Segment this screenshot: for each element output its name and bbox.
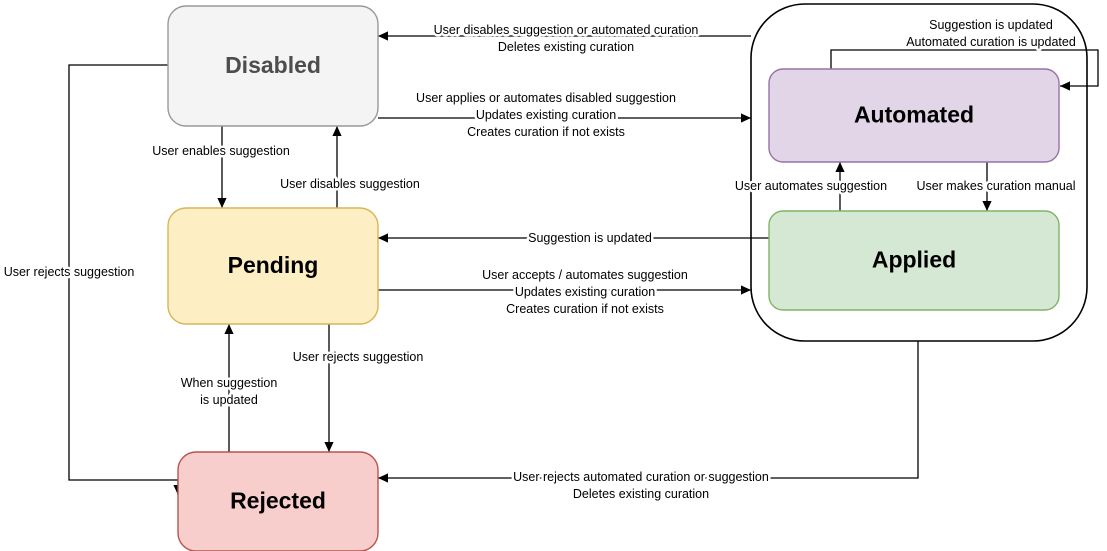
- edge-label-halo: Deletes existing curation: [573, 487, 709, 501]
- edge-disabled-to-automated: [378, 113, 751, 123]
- edge-path: [830, 49, 1099, 87]
- edge-label-disabled-to-automated: Creates curation if not exists: [467, 125, 625, 139]
- edge-applied-to-automated: [835, 162, 845, 211]
- arrowhead-icon: [378, 31, 388, 41]
- edge-pending-to-disabled: [332, 126, 342, 208]
- state-box-automated[interactable]: [768, 68, 1060, 163]
- edges-layer: [68, 31, 1099, 495]
- edge-label-automated-to-disabled: User disables suggestion or automated cu…: [434, 23, 699, 37]
- edge-label-halo: Creates curation if not exists: [467, 125, 625, 139]
- edge-label-halo: When suggestion: [181, 376, 278, 390]
- edge-label-halo: User enables suggestion: [152, 144, 290, 158]
- edge-label-disabled-to-pending: User enables suggestion: [152, 144, 290, 158]
- edge-path: [378, 341, 919, 479]
- edge-label-halo: User rejects automated curation or sugge…: [513, 470, 769, 484]
- edge-label-pending-to-rejected: User rejects suggestion: [293, 350, 424, 364]
- edge-automated-to-disabled: [378, 31, 751, 41]
- arrowhead-icon: [982, 201, 992, 211]
- edge-label-rejected-to-pending: is updated: [200, 393, 258, 407]
- state-box-applied[interactable]: [768, 210, 1060, 311]
- edge-label-halo: User disables suggestion: [280, 177, 420, 191]
- state-node-pending[interactable]: Pending: [167, 207, 379, 325]
- arrowhead-icon: [217, 198, 227, 208]
- edge-automated-self-loop: [830, 49, 1099, 91]
- edge-label-curated-to-rejected: Deletes existing curation: [573, 487, 709, 501]
- edge-label-halo: Updates existing curation: [476, 108, 616, 122]
- edge-label-curated-to-rejected: User rejects automated curation or sugge…: [513, 470, 769, 484]
- state-box-disabled[interactable]: [167, 5, 379, 127]
- state-node-rejected[interactable]: Rejected: [177, 451, 379, 551]
- state-label-automated: Automated: [854, 102, 974, 128]
- edge-label-halo: Creates curation if not exists: [506, 302, 664, 316]
- edge-path: [68, 64, 179, 495]
- edge-label-disabled-to-rejected: User rejects suggestion: [4, 265, 135, 279]
- arrowhead-icon: [741, 113, 751, 123]
- edge-label-disabled-to-automated: User applies or automates disabled sugge…: [416, 91, 676, 105]
- state-box-rejected[interactable]: [177, 451, 379, 551]
- edge-label-halo: Automated curation is updated: [906, 35, 1076, 49]
- edge-label-halo: User disables suggestion or automated cu…: [434, 23, 699, 37]
- state-label-applied: Applied: [872, 247, 956, 273]
- edge-pending-to-rejected: [324, 324, 334, 452]
- edge-label-halo: User rejects suggestion: [293, 350, 424, 364]
- edge-applied-to-pending: [378, 233, 769, 243]
- edge-label-halo: is updated: [200, 393, 258, 407]
- edge-label-automated-to-applied: User makes curation manual: [916, 179, 1075, 193]
- state-node-disabled[interactable]: Disabled: [167, 5, 379, 127]
- edge-pending-to-applied: [378, 285, 751, 295]
- edge-automated-to-applied: [982, 162, 992, 211]
- arrowhead-icon: [378, 233, 388, 243]
- edge-label-halo: User applies or automates disabled sugge…: [416, 91, 676, 105]
- edge-disabled-to-pending: [217, 126, 227, 208]
- edge-label-automated-self-loop: Suggestion is updated: [929, 18, 1053, 32]
- edge-label-halo: Suggestion is updated: [528, 231, 652, 245]
- edge-label-halo: Updates existing curation: [515, 285, 655, 299]
- edge-label-pending-to-disabled: User disables suggestion: [280, 177, 420, 191]
- edge-disabled-to-rejected: [68, 64, 183, 495]
- state-box-pending[interactable]: [167, 207, 379, 325]
- edge-label-halo: User automates suggestion: [735, 179, 887, 193]
- edge-label-applied-to-pending: Suggestion is updated: [528, 231, 652, 245]
- arrowhead-icon: [378, 473, 388, 483]
- edge-label-halo: User makes curation manual: [916, 179, 1075, 193]
- state-label-pending: Pending: [228, 252, 319, 278]
- edge-label-halo: Deletes existing curation: [498, 40, 634, 54]
- edge-label-rejected-to-pending: When suggestion: [181, 376, 278, 390]
- arrowhead-icon: [1060, 81, 1070, 91]
- state-label-rejected: Rejected: [230, 488, 326, 514]
- state-label-disabled: Disabled: [225, 52, 321, 78]
- edge-label-pending-to-applied: User accepts / automates suggestion: [482, 268, 688, 282]
- state-node-automated[interactable]: Automated: [768, 68, 1060, 163]
- curated-group-container: [750, 3, 1088, 342]
- arrowhead-icon: [332, 126, 342, 136]
- edge-label-halo: Suggestion is updated: [929, 18, 1053, 32]
- edge-label-halo: User rejects suggestion: [4, 265, 135, 279]
- edge-labels-layer: User disables suggestion or automated cu…: [1, 16, 1078, 504]
- edge-curated-to-rejected: [378, 341, 919, 483]
- edge-label-halo: User accepts / automates suggestion: [482, 268, 688, 282]
- edge-label-applied-to-automated: User automates suggestion: [735, 179, 887, 193]
- edge-label-pending-to-applied: Creates curation if not exists: [506, 302, 664, 316]
- edge-rejected-to-pending: [224, 324, 234, 452]
- arrowhead-icon: [835, 162, 845, 172]
- state-node-applied[interactable]: Applied: [768, 210, 1060, 311]
- edge-label-automated-to-disabled: Deletes existing curation: [498, 40, 634, 54]
- arrowhead-icon: [741, 285, 751, 295]
- arrowhead-icon: [324, 442, 334, 452]
- edge-label-disabled-to-automated: Updates existing curation: [476, 108, 616, 122]
- edge-label-pending-to-applied: Updates existing curation: [515, 285, 655, 299]
- group-container-layer: [750, 3, 1088, 342]
- arrowhead-icon: [224, 324, 234, 334]
- edge-label-automated-self-loop: Automated curation is updated: [906, 35, 1076, 49]
